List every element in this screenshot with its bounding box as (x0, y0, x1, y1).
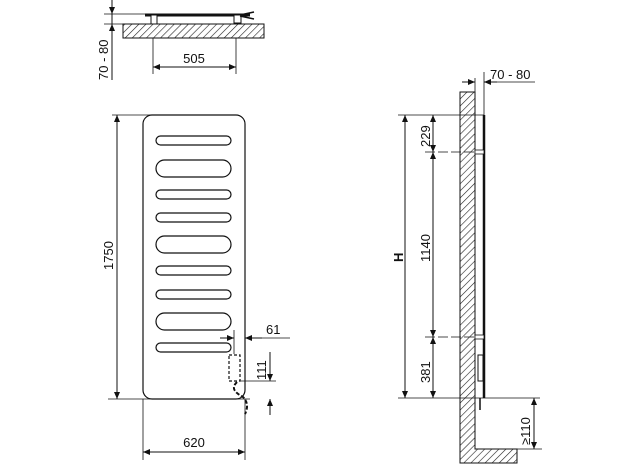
bracket-bottom (474, 334, 485, 340)
heating-bar (155, 289, 232, 300)
height-1750-label: 1750 (101, 241, 116, 270)
connection-height-111-label: 111 (254, 360, 269, 380)
connection-offset-61-label: 61 (266, 322, 280, 337)
heating-element-side (477, 354, 484, 382)
wall-section (122, 23, 265, 39)
total-height-H-label: H (391, 253, 406, 262)
heating-bar (155, 189, 232, 200)
cable-symbol (232, 381, 249, 415)
wall-and-floor-section (459, 91, 518, 464)
bracket-top (474, 149, 485, 155)
heating-bar (155, 342, 232, 353)
heating-bar (155, 265, 232, 276)
heating-element-box (228, 354, 241, 382)
side-view: 70 - 80 H 229 1140 381 ≥110 (391, 67, 542, 464)
top-wall-offset-label: 70 - 80 (96, 40, 111, 80)
bracket-right (233, 14, 242, 24)
front-view: 1750 620 61 111 (101, 114, 290, 460)
heating-bar (155, 159, 232, 178)
bottom-bracket-381-label: 381 (418, 361, 433, 383)
valve-symbol (239, 11, 255, 20)
heating-bar (155, 235, 232, 254)
bracket-spacing-1140-label: 1140 (418, 234, 433, 262)
floor-clearance-label: ≥110 (518, 417, 533, 445)
heating-bar (155, 312, 232, 331)
top-view: 70 - 80 505 (96, 0, 265, 80)
top-bracket-229-label: 229 (418, 125, 433, 147)
heating-bar (155, 135, 232, 146)
bracket-left (150, 14, 158, 25)
bracket-spacing-505-label: 505 (183, 51, 205, 66)
side-wall-offset-label: 70 - 80 (490, 67, 530, 82)
width-620-label: 620 (183, 435, 205, 450)
heating-bar (155, 212, 232, 223)
